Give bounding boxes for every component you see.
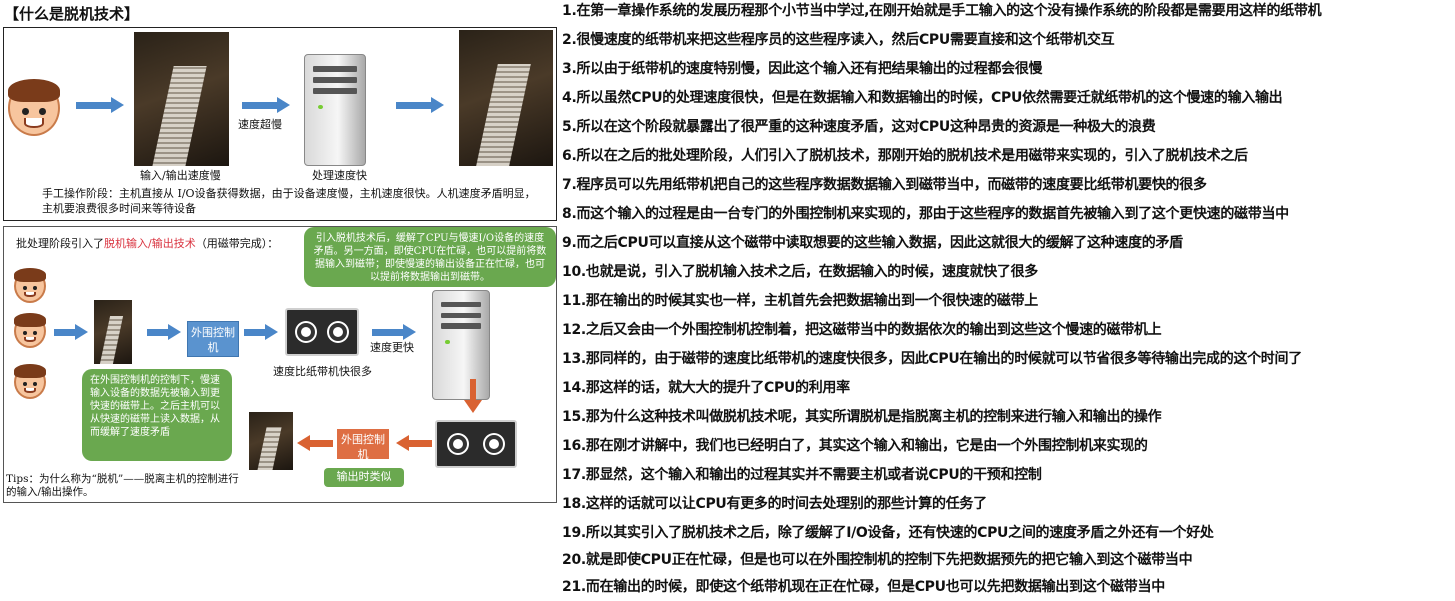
arrow-right-icon [242,97,290,113]
arrow-right-icon [54,324,88,340]
note-item: 17.那显然，这个输入和输出的过程其实并不需要主机或者说CPU的干预和控制 [562,467,1042,483]
host-computer-image [304,54,366,166]
manual-stage-panel: 速度超慢 输入/输出速度慢 处理速度快 手工操作阶段：主机直接从 I/O设备获得… [3,27,557,221]
magnetic-tape-image [435,420,517,468]
bubble-benefit: 引入脱机技术后，缓解了CPU与慢速I/O设备的速度矛盾。另一方面，即使CPU在忙… [304,227,556,287]
arrow-right-icon [244,324,278,340]
arrow-left-icon [396,435,432,451]
arrow-right-icon [76,97,124,113]
paper-tape-machine-image [94,300,132,364]
offline-title-highlight: 脱机输入/输出技术 [104,237,196,250]
speed-faster-caption: 速度更快 [370,341,414,354]
note-item: 15.那为什么这种技术叫做脱机技术呢，其实所谓脱机是指脱离主机的控制来进行输入和… [562,409,1162,425]
programmer-face-icon [14,268,46,303]
manual-stage-description: 手工操作阶段：主机直接从 I/O设备获得数据，由于设备速度慢，主机速度很快。人机… [42,187,536,215]
magnetic-tape-image [285,308,359,356]
note-item: 9.而之后CPU可以直接从这个磁带中读取想要的这些输入数据，因此这就很大的缓解了… [562,235,1183,251]
programmer-face-icon [14,313,46,348]
output-similar-pill: 输出时类似 [324,468,404,487]
note-item: 12.之后又会由一个外围控制机控制着，把这磁带当中的数据依次的输出到这些这个慢速… [562,322,1162,338]
note-item: 19.所以其实引入了脱机技术之后，除了缓解了I/O设备，还有快速的CPU之间的速… [562,525,1214,541]
note-item: 14.那这样的话，就大大的提升了CPU的利用率 [562,380,850,396]
offline-title-prefix: 批处理阶段引入了 [16,237,104,250]
note-item: 13.那同样的，由于磁带的速度比纸带机的速度快很多，因此CPU在输出的时候就可以… [562,351,1302,367]
section-heading: 【什么是脱机技术】 [4,5,140,23]
bubble-controller-explain: 在外围控制机的控制下，慢速输入设备的数据先被输入到更快速的磁带上。之后主机可以从… [82,369,232,461]
offline-io-panel: 批处理阶段引入了脱机输入/输出技术（用磁带完成）： 引入脱机技术后，缓解了CPU… [3,226,557,503]
note-item: 10.也就是说，引入了脱机输入技术之后，在数据输入的时候，速度就快了很多 [562,264,1038,280]
note-item: 7.程序员可以先用纸带机把自己的这些程序数据数据输入到磁带当中，而磁带的速度要比… [562,177,1207,193]
paper-tape-machine-image [249,412,293,470]
note-item: 18.这样的话就可以让CPU有更多的时间去处理别的那些计算的任务了 [562,496,987,512]
host-computer-image [432,290,490,400]
peripheral-controller-input: 外围控制机 [187,321,239,357]
arrow-right-icon [372,324,416,340]
tape-speed-caption: 速度比纸带机快很多 [273,365,372,378]
paper-tape-machine-image [459,30,553,166]
caption-cpu-fast: 处理速度快 [312,169,367,182]
programmer-face-icon [8,79,60,136]
note-item: 3.所以由于纸带机的速度特别慢，因此这个输入还有把结果输出的过程都会很慢 [562,61,1043,77]
caption-very-slow: 速度超慢 [238,118,282,131]
paper-tape-machine-image [134,32,229,166]
note-item: 6.所以在之后的批处理阶段，人们引入了脱机技术，那刚开始的脱机技术是用磁带来实现… [562,148,1248,164]
arrow-down-icon [464,379,482,413]
note-item: 21.而在输出的时候，即使这个纸带机现在正在忙碌，但是CPU也可以先把数据输出到… [562,579,1165,595]
arrow-left-icon [297,435,333,451]
offline-title: 批处理阶段引入了脱机输入/输出技术（用磁带完成）： [16,235,278,251]
note-item: 20.就是即使CPU正在忙碌，但是也可以在外围控制机的控制下先把数据预先的把它输… [562,552,1193,568]
note-item: 11.那在输出的时候其实也一样，主机首先会把数据输出到一个很快速的磁带上 [562,293,1038,309]
arrow-right-icon [147,324,181,340]
peripheral-controller-output: 外围控制机 [337,429,389,461]
note-item: 5.所以在这个阶段就暴露出了很严重的这种速度矛盾，这对CPU这种昂贵的资源是一种… [562,119,1156,135]
note-item: 2.很慢速度的纸带机来把这些程序员的这些程序读入，然后CPU需要直接和这个纸带机… [562,32,1115,48]
caption-io-slow: 输入/输出速度慢 [140,169,221,182]
note-item: 16.那在刚才讲解中，我们也已经明白了，其实这个输入和输出，它是由一个外围控制机… [562,438,1148,454]
note-item: 1.在第一章操作系统的发展历程那个小节当中学过,在刚开始就是手工输入的这个没有操… [562,3,1322,19]
programmer-face-icon [14,364,46,399]
offline-title-suffix: （用磁带完成）： [195,237,279,250]
tips-text: Tips：为什么称为“脱机”——脱离主机的控制进行的输入/输出操作。 [6,473,239,498]
note-item: 4.所以虽然CPU的处理速度很快，但是在数据输入和数据输出的时候，CPU依然需要… [562,90,1283,106]
note-item: 8.而这个输入的过程是由一台专门的外围控制机来实现的，那由于这些程序的数据首先被… [562,206,1289,222]
arrow-right-icon [396,97,444,113]
